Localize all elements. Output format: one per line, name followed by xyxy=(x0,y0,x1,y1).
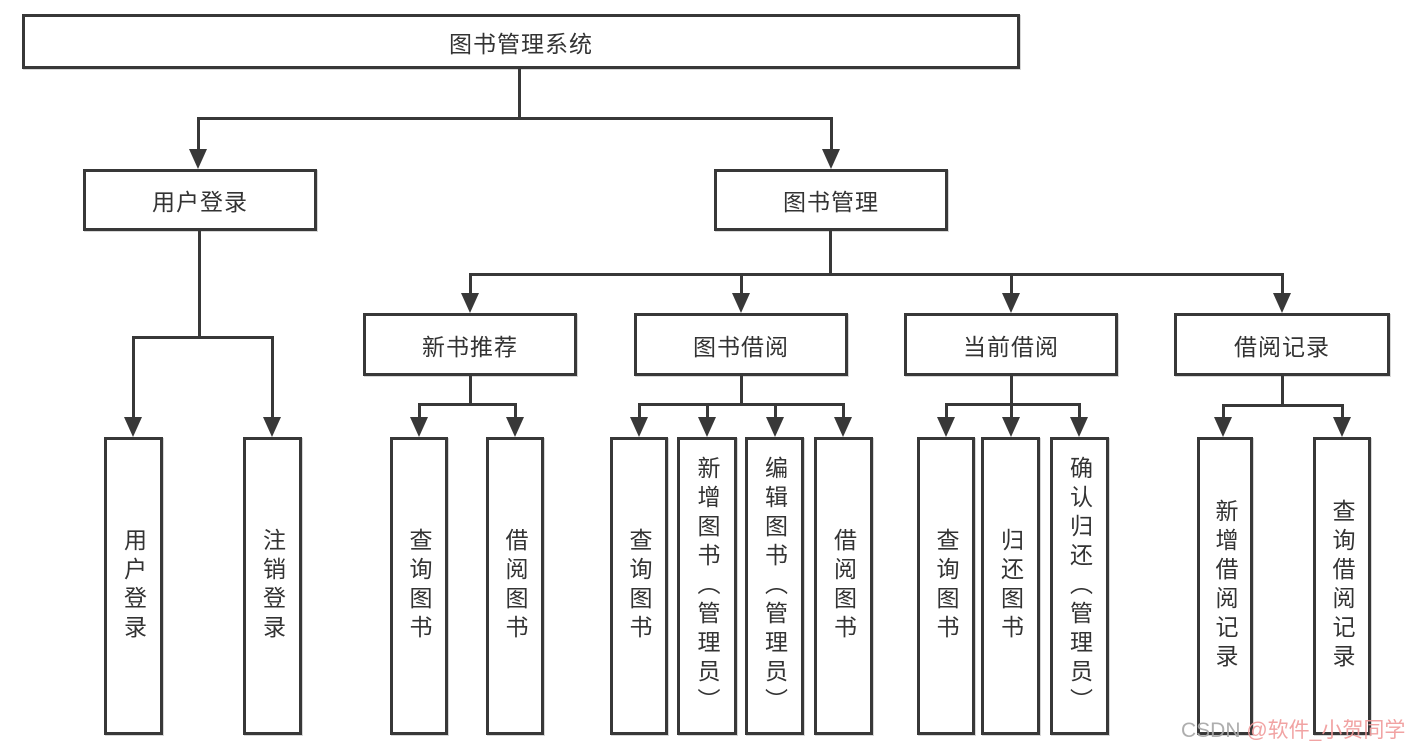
connector-drop xyxy=(1010,403,1013,419)
arrowhead-down-icon xyxy=(1002,417,1020,437)
leaf-current-query-books: 查询图书 xyxy=(917,437,975,735)
leaf-borrowing-add-books-admin: 新增图书（管理员） xyxy=(677,437,737,735)
arrowhead-down-icon xyxy=(1070,417,1088,437)
leaf-current-return-books: 归还图书 xyxy=(981,437,1040,735)
leaf-recommend-borrow-books: 借阅图书 xyxy=(486,437,544,735)
node-new-book-recommend: 新书推荐 xyxy=(363,313,577,376)
leaf-borrowing-edit-books-admin: 编辑图书（管理员） xyxy=(745,437,804,735)
leaf-borrowing-borrow-books: 借阅图书 xyxy=(814,437,873,735)
connector-drop xyxy=(1281,273,1284,295)
node-library-management-system: 图书管理系统 xyxy=(22,14,1020,69)
connector-drop xyxy=(945,403,948,419)
arrowhead-down-icon xyxy=(1333,417,1351,437)
arrowhead-down-icon xyxy=(732,293,750,313)
arrowhead-down-icon xyxy=(834,417,852,437)
connector-root-rail xyxy=(197,117,833,120)
arrowhead-down-icon xyxy=(461,293,479,313)
node-borrow-records: 借阅记录 xyxy=(1174,313,1390,376)
connector-rail xyxy=(945,403,1081,406)
arrowhead-down-icon xyxy=(410,417,428,437)
connector-book-mgmt-stub xyxy=(829,231,832,273)
arrowhead-down-icon xyxy=(630,417,648,437)
connector-drop xyxy=(469,273,472,295)
leaf-logout: 注销登录 xyxy=(243,437,302,735)
connector-drop xyxy=(1341,404,1344,419)
arrowhead-down-icon xyxy=(698,417,716,437)
arrowhead-down-icon xyxy=(822,149,840,169)
arrowhead-down-icon xyxy=(937,417,955,437)
connector-rail xyxy=(638,403,845,406)
connector-drop xyxy=(1222,404,1225,419)
connector-drop xyxy=(1010,273,1013,295)
connector-stub xyxy=(1281,376,1284,404)
connector-drop xyxy=(418,403,421,419)
connector-drop xyxy=(638,403,641,419)
connector-stub xyxy=(1010,376,1013,403)
leaf-user-login: 用户登录 xyxy=(104,437,163,735)
arrowhead-down-icon xyxy=(766,417,784,437)
node-book-borrowing: 图书借阅 xyxy=(634,313,848,376)
connector-drop xyxy=(1078,403,1081,419)
connector-drop xyxy=(740,273,743,295)
node-book-management: 图书管理 xyxy=(714,169,948,231)
leaf-borrowing-query-books: 查询图书 xyxy=(610,437,668,735)
arrowhead-down-icon xyxy=(506,417,524,437)
csdn-watermark-handle: @软件_小贺同学 xyxy=(1246,719,1405,742)
connector-root-stub xyxy=(518,69,521,117)
connector-rail xyxy=(1222,404,1344,407)
connector-drop xyxy=(774,403,777,419)
leaf-recommend-query-books: 查询图书 xyxy=(390,437,448,735)
connector-stub xyxy=(740,376,743,403)
connector-drop xyxy=(197,117,200,150)
connector-drop xyxy=(271,336,274,419)
leaf-records-query-borrow-record: 查询借阅记录 xyxy=(1313,437,1371,735)
connector-drop xyxy=(132,336,135,419)
connector-user-login-rail xyxy=(132,336,274,339)
arrowhead-down-icon xyxy=(1002,293,1020,313)
arrowhead-down-icon xyxy=(263,417,281,437)
connector-drop xyxy=(514,403,517,419)
csdn-watermark: CSDN @软件_小贺同学 xyxy=(1181,714,1405,744)
arrowhead-down-icon xyxy=(189,149,207,169)
arrowhead-down-icon xyxy=(1214,417,1232,437)
connector-book-mgmt-rail xyxy=(469,273,1284,276)
csdn-watermark-prefix: CSDN xyxy=(1181,719,1247,742)
leaf-records-add-borrow-record: 新增借阅记录 xyxy=(1197,437,1253,735)
connector-user-login-stub xyxy=(198,231,201,336)
leaf-current-confirm-return-admin: 确认归还（管理员） xyxy=(1050,437,1109,735)
arrowhead-down-icon xyxy=(124,417,142,437)
connector-drop xyxy=(706,403,709,419)
connector-drop xyxy=(830,117,833,150)
node-current-borrowing: 当前借阅 xyxy=(904,313,1118,376)
connector-drop xyxy=(842,403,845,419)
connector-rail xyxy=(418,403,517,406)
arrowhead-down-icon xyxy=(1273,293,1291,313)
connector-stub xyxy=(469,376,472,403)
node-user-login: 用户登录 xyxy=(83,169,317,231)
